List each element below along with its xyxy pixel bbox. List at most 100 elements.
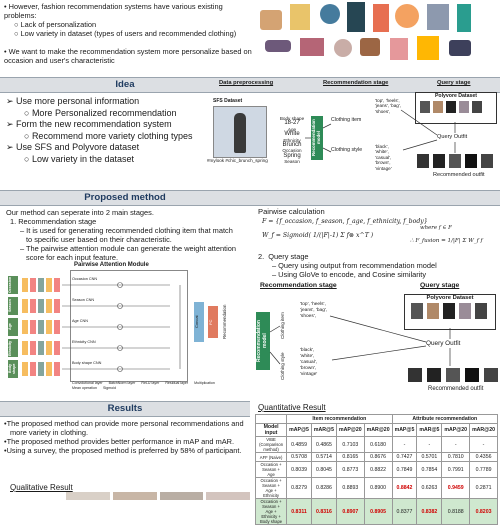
illustration-dress — [373, 4, 389, 32]
table-cell: 0.8905 — [363, 498, 393, 525]
arrow-item-query — [400, 109, 438, 136]
idea-list: ➢ Use more personal information ○ More P… — [6, 96, 206, 165]
idea-title: Idea — [115, 79, 135, 90]
results-title: Results — [107, 403, 143, 414]
table-cell: 0.8907 — [335, 498, 365, 525]
table-cell: 0.6263 — [416, 477, 443, 499]
formula-1: F = {f_occasion, f_season, f_age, f_ethn… — [262, 218, 428, 225]
polyvore-item — [459, 101, 469, 113]
table-cell: 0.8382 — [416, 498, 443, 525]
idea-sub-2: ○ Recommend more variety clothing types — [24, 130, 193, 141]
illustration-bag — [260, 10, 282, 30]
stage2-heading: 2. Query stage — [258, 252, 309, 261]
illustration-pants — [457, 4, 471, 32]
concat-box: Concat — [194, 302, 204, 342]
stage2-bullet-1: – Query using output from recommendation… — [272, 261, 437, 270]
outfit-item — [446, 368, 460, 382]
query-stage-label: Query stage — [437, 80, 471, 86]
stage2-text: 2. Query stage – Query using output from… — [258, 252, 498, 279]
results-bullet-2: •The proposed method provides better per… — [4, 437, 235, 446]
illustration-handbag — [360, 38, 380, 56]
attr-rec-header: Attribute recommendation — [391, 414, 499, 424]
table-cell: 0.7991 — [441, 461, 471, 478]
outfit-item — [484, 368, 498, 382]
quantitative-heading: Quantitative Result — [258, 403, 326, 412]
legend-bn: BatchNorm layer — [108, 381, 136, 385]
cnn-row-occasion — [22, 278, 170, 292]
cnn-row-season — [22, 299, 170, 313]
attribute-list: Body shape 18-27 Age White Ethnicity Bru… — [279, 116, 305, 165]
fc-box: FC — [208, 306, 218, 338]
illustration-top — [417, 36, 439, 60]
module-frame — [70, 270, 188, 382]
table-cell: 0.8900 — [363, 477, 393, 499]
cnn-blocks — [22, 278, 181, 376]
table-cell: 0.8842 — [391, 477, 418, 499]
method-recommended-row — [408, 368, 498, 382]
table-cell: 0.8311 — [286, 498, 312, 525]
outfit-item — [481, 154, 493, 168]
table-row: Occasion + Season + Age + Ethnicity + Bo… — [254, 498, 498, 525]
table-cell: - — [469, 436, 498, 453]
table-cell: 0.8316 — [310, 498, 337, 525]
qualitative-preview — [66, 492, 250, 500]
polyvore-item — [420, 101, 430, 113]
legend-relu: ReLU layer — [141, 381, 160, 385]
outfit-item — [427, 368, 441, 382]
table-cell: 0.9459 — [441, 477, 471, 499]
outfit-item — [465, 368, 479, 382]
intro-bullet-2: • We want to make the recommendation sys… — [4, 47, 252, 65]
table-group-header: Item recommendation Attribute recommenda… — [254, 414, 499, 424]
polyvore-box-idea: Polyvore Dataset — [415, 92, 497, 124]
table-column-header: Model input mAP@5 mAR@5 mAP@20 mAR@20 mA… — [254, 423, 498, 437]
clothing-item-label: Clothing item — [331, 117, 362, 123]
outfit-item — [449, 154, 461, 168]
table-cell: 0.8377 — [391, 498, 418, 525]
qualitative-image — [159, 492, 204, 500]
input-season: Season — [8, 297, 18, 315]
method-style-tags: 'black', 'white', 'casual', 'brown', 'vi… — [300, 348, 318, 377]
polyvore-item — [472, 101, 482, 113]
intro-sub-bullet-1: ○ Lack of personalization — [14, 20, 97, 29]
clothing-style-label: Clothing style — [331, 147, 363, 153]
attention-module-diagram: Pairwise Attention Module Occasion Seaso… — [4, 262, 240, 398]
item-rec-header: Item recommendation — [286, 414, 393, 424]
qualitative-image — [66, 492, 110, 500]
formula-where: where f ∈ F — [420, 225, 452, 231]
legend-residual: Residual layer — [165, 381, 189, 385]
table-cell: 0.5701 — [416, 452, 443, 462]
module-title: Pairwise Attention Module — [74, 262, 149, 268]
stage1-bullet-1: – It is used for generating recommended … — [20, 226, 233, 244]
method-item-tags: 'top', 'heels', 'jeans', 'bag', 'shoes', — [300, 302, 328, 319]
cnn-row-ethnicity — [22, 341, 170, 355]
polyvore-item — [443, 303, 455, 319]
illustration-skirt — [390, 38, 408, 60]
input-age: Age — [8, 318, 18, 336]
polyvore-item — [446, 101, 456, 113]
table-cell: 0.8279 — [286, 477, 312, 499]
table-cell: 0.5714 — [310, 452, 337, 462]
style-tags: 'black', 'white', 'casual', 'brown', 'vi… — [375, 144, 392, 171]
outfit-item — [408, 368, 422, 382]
illustration-coat — [347, 2, 365, 32]
idea-sub-3: ○ Low variety in the dataset — [24, 153, 134, 164]
table-cell: 0.8773 — [335, 461, 365, 478]
results-bullets: •The proposed method can provide more pe… — [4, 419, 248, 455]
sfs-caption: #mylook #chic_brunch_spring — [207, 158, 268, 163]
stage1-heading: 1. Recommendation stage — [10, 217, 97, 226]
arrow-style-query — [402, 139, 438, 151]
table-cell: 0.7789 — [469, 461, 498, 478]
outfit-item — [417, 154, 429, 168]
illustration-jacket — [427, 4, 449, 30]
table-cell: 0.8188 — [441, 498, 471, 525]
recommended-outfit-label: Recommended outfit — [433, 172, 485, 178]
qualitative-heading: Qualitative Result — [10, 483, 73, 492]
pairwise-title: Pairwise calculation — [258, 207, 325, 216]
recommendation-stage-label: Recommendation stage — [323, 80, 389, 86]
stage2-bullet-2: – Using GloVe to encode, and Cosine simi… — [272, 270, 427, 279]
sfs-photo — [213, 106, 267, 158]
method-diagram: Recommendation stage Query stage Recomme… — [250, 282, 498, 398]
person-figure — [234, 113, 246, 153]
